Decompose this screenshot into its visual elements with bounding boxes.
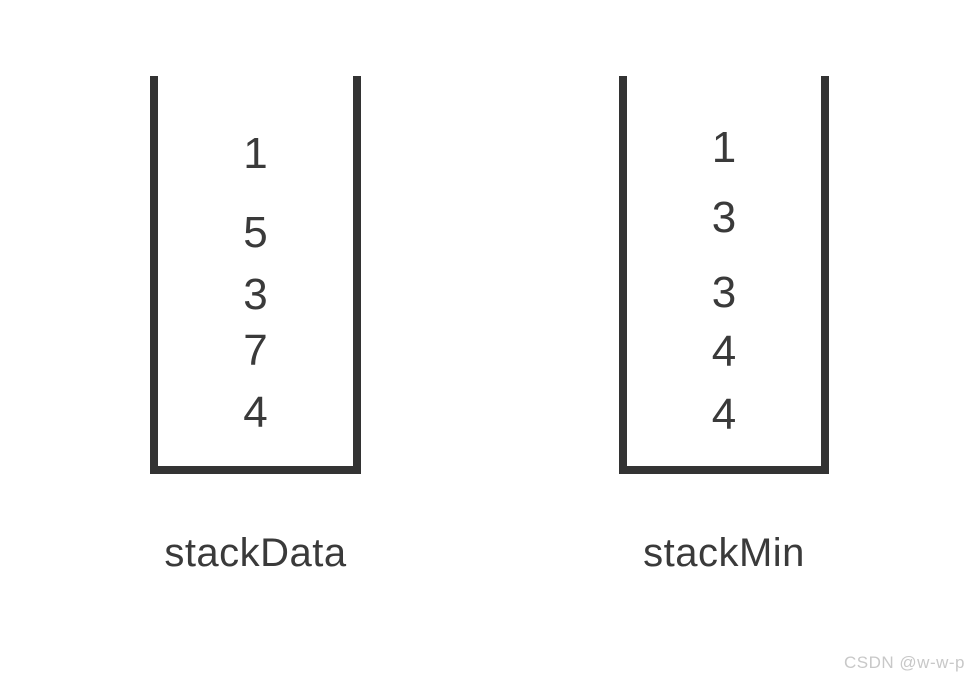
stack-label-stackdata: stackData [164,531,347,575]
stack-item: 5 [243,208,268,257]
stack-item: 1 [243,129,268,178]
stack-item: 4 [243,388,268,437]
stack-item: 4 [711,390,737,439]
csdn-watermark: CSDN @w-w-p [844,653,965,672]
stack-container-stackmin: 1 3 3 4 4 [619,76,829,474]
stack-item: 3 [711,268,737,317]
stack-item: 3 [711,193,737,242]
stack-label-stackmin: stackMin [643,531,805,575]
stack-item: 1 [711,123,737,172]
stack-item: 7 [243,326,268,375]
stack-item: 4 [711,327,737,376]
stack-item: 3 [243,270,268,319]
stack-container-stackdata: 1 5 3 7 4 [150,76,361,474]
